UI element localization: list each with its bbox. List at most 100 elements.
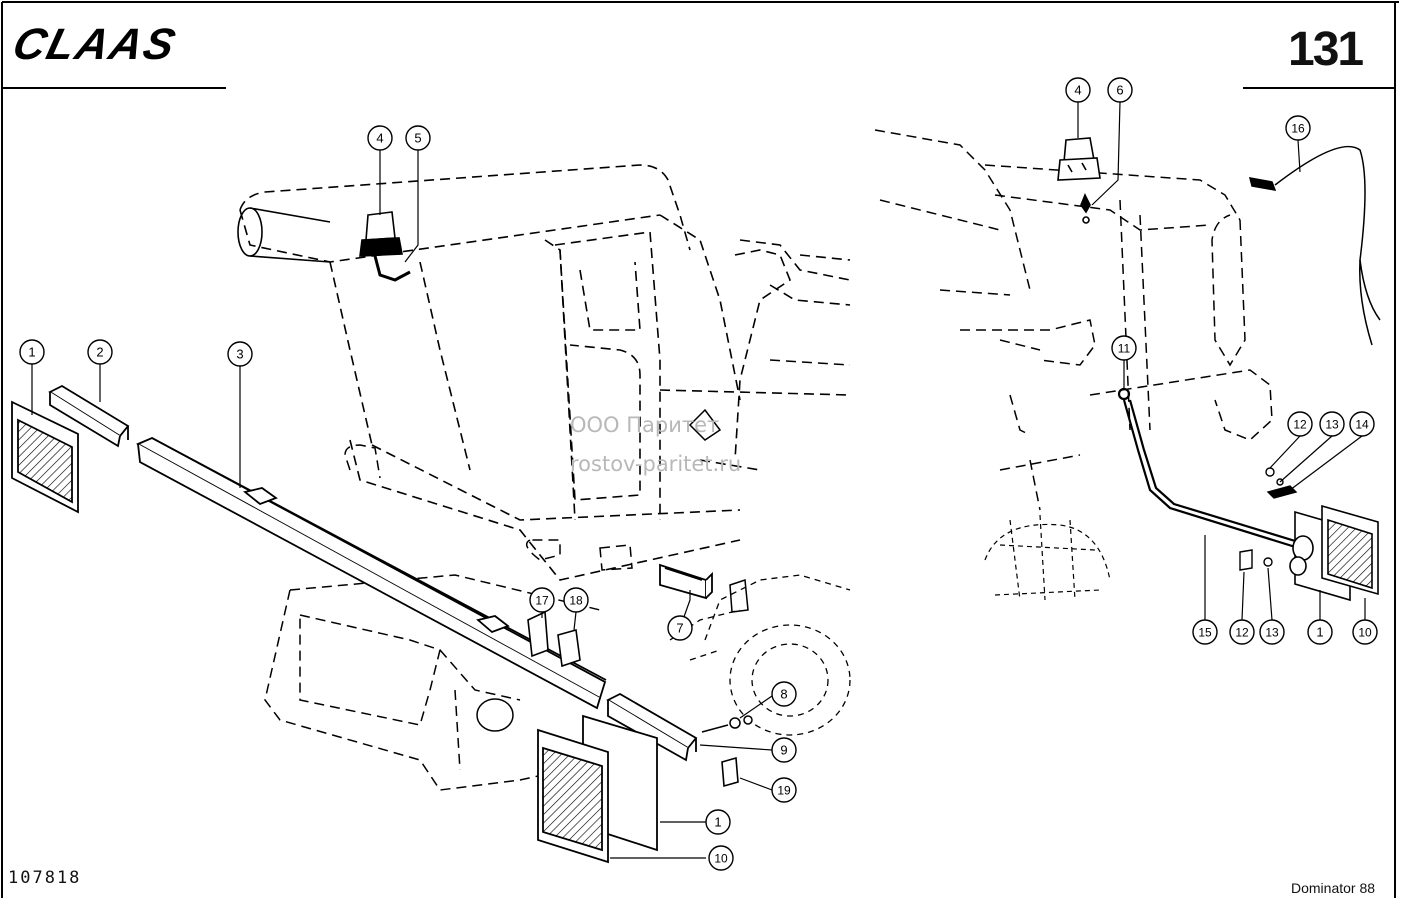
callout-circle (1111, 335, 1137, 361)
callout-label: 15 (1198, 626, 1212, 640)
callout-7: 7 (667, 615, 693, 641)
callout-label: 6 (1116, 83, 1123, 98)
warning-plate-right (1289, 504, 1379, 602)
callout-label: 12 (1235, 626, 1249, 640)
right-wheel (984, 514, 1111, 601)
callout-label: 14 (1355, 418, 1369, 432)
clip-19 (721, 756, 739, 788)
callout-label: 8 (780, 687, 787, 702)
callout-12: 12 (1229, 619, 1255, 645)
callout-circle (1259, 619, 1285, 645)
callout-label: 17 (535, 594, 549, 608)
cab-front-body (344, 444, 633, 571)
drawing-id: 107818 (8, 868, 82, 888)
callout-16: 16 (1285, 115, 1311, 141)
callout-1: 1 (705, 809, 731, 835)
tail-light (659, 563, 713, 600)
callout-5: 5 (405, 125, 431, 151)
callout-label: 13 (1265, 626, 1279, 640)
callout-label: 10 (714, 852, 728, 866)
rear-bar (135, 437, 607, 710)
hitch-ball (476, 698, 514, 732)
callout-circle (771, 777, 797, 803)
callout-label: 1 (28, 345, 35, 360)
pivot-detail (688, 408, 749, 613)
callout-4: 4 (367, 125, 393, 151)
callout-circle (563, 587, 589, 613)
callout-label: 1 (714, 815, 721, 830)
watermark-url: rostov-paritet.ru (570, 452, 742, 476)
cab-door-frame (559, 249, 851, 501)
bracket-2 (48, 384, 130, 448)
callout-label: 7 (676, 621, 683, 636)
callout-circle (1107, 77, 1133, 103)
roof-pipe (237, 207, 331, 263)
callout-6: 6 (1107, 77, 1133, 103)
callout-circle (667, 615, 693, 641)
callout-label: 11 (1118, 342, 1131, 356)
callout-label: 13 (1325, 418, 1339, 432)
page-number: 131 (1288, 23, 1364, 76)
callout-circle (708, 845, 734, 871)
callout-circle (771, 737, 797, 763)
callout-circle (771, 681, 797, 707)
callout-11: 11 (1111, 335, 1137, 361)
callout-circle (1065, 77, 1091, 103)
warning-plate-left (11, 400, 79, 514)
callout-13: 13 (1319, 411, 1345, 437)
warning-plate-bottom (537, 714, 658, 864)
callout-circle (1319, 411, 1345, 437)
callout-label: 12 (1293, 418, 1307, 432)
callout-14: 14 (1349, 411, 1375, 437)
callout-label: 5 (414, 131, 421, 146)
callout-9: 9 (771, 737, 797, 763)
callout-19: 19 (771, 777, 797, 803)
cable-16 (1248, 145, 1381, 346)
callout-circle (529, 587, 555, 613)
model-name: Dominator 88 (1291, 880, 1376, 896)
callout-circle (1229, 619, 1255, 645)
callout-label: 10 (1358, 626, 1372, 640)
callout-circle (1285, 115, 1311, 141)
callout-1: 1 (1307, 619, 1333, 645)
callout-15: 15 (1192, 619, 1218, 645)
lamp-arm-15 (1117, 387, 1306, 552)
callout-circle (405, 125, 431, 151)
callout-circle (1192, 619, 1218, 645)
beacon-right (1057, 137, 1101, 224)
callout-10: 10 (708, 845, 734, 871)
callout-circle (367, 125, 393, 151)
bolt-8 (701, 715, 753, 733)
callout-label: 4 (1074, 83, 1081, 98)
callout-18: 18 (563, 587, 589, 613)
callout-1: 1 (19, 339, 45, 365)
beacon-left (359, 211, 411, 282)
callout-circle (227, 341, 253, 367)
callout-12: 12 (1287, 411, 1313, 437)
callout-10: 10 (1352, 619, 1378, 645)
callout-label: 2 (96, 345, 103, 360)
callout-13: 13 (1259, 619, 1285, 645)
leader-lines (31, 101, 1366, 859)
callout-label: 3 (236, 347, 243, 362)
callout-circle (1352, 619, 1378, 645)
right-cab-outline (874, 129, 1273, 511)
callout-label: 16 (1291, 122, 1305, 136)
watermark-company: ООО Паритет (570, 413, 720, 437)
callout-circle (1307, 619, 1333, 645)
callout-circle (1287, 411, 1313, 437)
callout-label: 9 (780, 743, 787, 758)
callout-circle (87, 339, 113, 365)
callout-circle (705, 809, 731, 835)
callout-circle (1349, 411, 1375, 437)
rear-wheel (669, 574, 851, 736)
callout-3: 3 (227, 341, 253, 367)
callout-label: 18 (569, 594, 583, 608)
callout-label: 19 (777, 784, 791, 798)
callout-8: 8 (771, 681, 797, 707)
callout-4: 4 (1065, 77, 1091, 103)
callout-17: 17 (529, 587, 555, 613)
